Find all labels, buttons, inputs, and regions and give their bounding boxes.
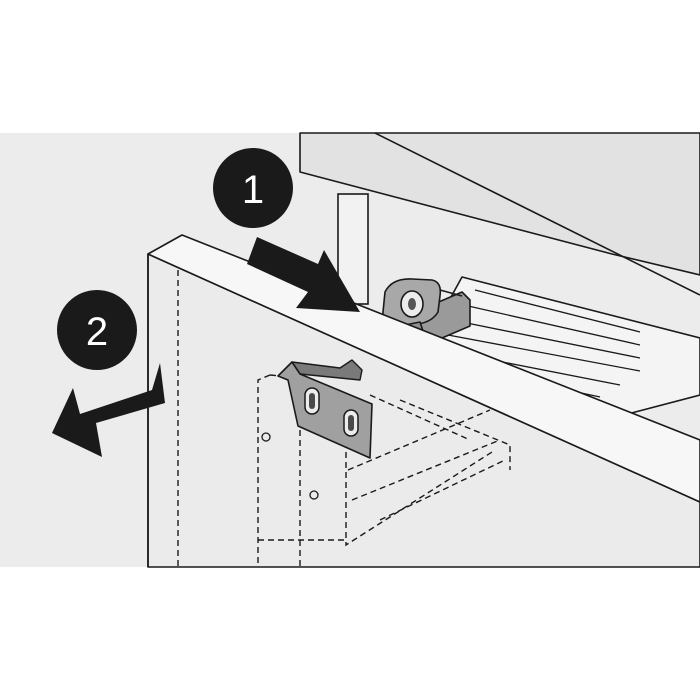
- arrow-left-down-icon: [52, 363, 165, 457]
- step-number-1: 1: [242, 168, 264, 212]
- step-number-2: 2: [86, 310, 108, 354]
- hidden-drawer-outline: [257, 374, 511, 567]
- step-badge-2: 2: [57, 290, 137, 370]
- cabinet-post: [337, 193, 369, 305]
- arrow-right-down-icon: [247, 237, 360, 312]
- cabinet-top-face: [299, 132, 700, 276]
- step-badge-1: 1: [213, 148, 293, 228]
- mounting-plate: [277, 359, 373, 459]
- hidden-screw-marks: [261, 432, 319, 500]
- front-panel-top-edge: [147, 234, 700, 503]
- cabinet-top-edge: [374, 132, 700, 296]
